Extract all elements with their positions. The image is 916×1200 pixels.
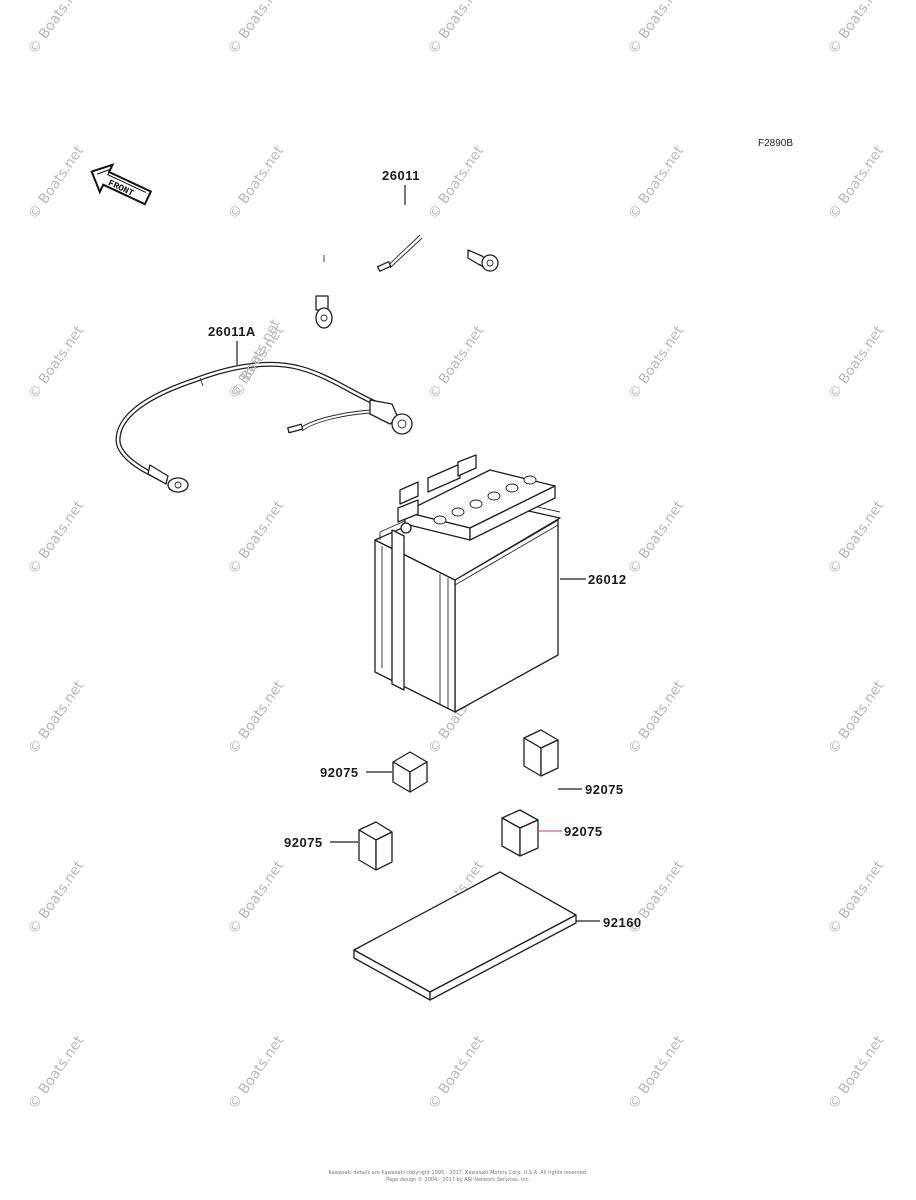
watermark-text: © Boats.net bbox=[625, 143, 687, 223]
watermark-text: © Boats.net bbox=[825, 678, 887, 758]
watermark-text: © Boats.net bbox=[825, 143, 887, 223]
watermark-text: © Boats.net bbox=[25, 0, 87, 57]
watermark-text: © Boats.net bbox=[825, 498, 887, 578]
watermark-text: © Boats.net bbox=[25, 678, 87, 758]
front-arrow-icon: FRONT bbox=[90, 163, 153, 206]
callout-26012: 26012 bbox=[588, 572, 627, 587]
callout-92160: 92160 bbox=[603, 915, 642, 930]
watermark-text: © Boats.net bbox=[825, 0, 887, 57]
callout-92075-lower-right: 92075 bbox=[564, 824, 603, 839]
watermark-text: © Boats.net bbox=[25, 323, 87, 403]
base-pad[interactable] bbox=[353, 871, 577, 1001]
watermark-text: © Boats.net bbox=[425, 1033, 487, 1113]
watermark-text: © Boats.net bbox=[225, 678, 287, 758]
watermark-text: © Boats.net bbox=[625, 498, 687, 578]
watermark-text: © Boats.net bbox=[625, 1033, 687, 1113]
positive-cable[interactable] bbox=[315, 202, 499, 329]
watermark-text: © Boats.net bbox=[425, 143, 487, 223]
callout-26011: 26011 bbox=[382, 168, 420, 183]
watermark-text: © Boats.net bbox=[25, 1033, 87, 1113]
watermark-text: © Boats.net bbox=[25, 858, 87, 938]
footer-copyright: Kawasaki details are Kawasaki copyright … bbox=[328, 1170, 587, 1176]
footer-design: Page design © 2004 - 2017 by ARI Network… bbox=[386, 1176, 530, 1183]
watermark-text: © Boats.net bbox=[425, 0, 487, 57]
battery[interactable] bbox=[374, 454, 561, 713]
diagram-code: F2890B bbox=[758, 138, 793, 149]
negative-cable[interactable] bbox=[115, 361, 413, 493]
watermark-text: © Boats.net bbox=[225, 498, 287, 578]
callout-92075-upper-left: 92075 bbox=[320, 765, 359, 780]
pad-upper-left[interactable] bbox=[392, 751, 428, 793]
watermark-text: © Boats.net bbox=[225, 858, 287, 938]
watermark-text: © Boats.net bbox=[825, 858, 887, 938]
pad-lower-right[interactable] bbox=[501, 809, 539, 857]
callout-92075-upper-right: 92075 bbox=[585, 782, 624, 797]
callout-26011A: 26011A bbox=[208, 324, 256, 339]
watermark-text: © Boats.net bbox=[225, 1033, 287, 1113]
watermark-text: © Boats.net bbox=[825, 1033, 887, 1113]
pad-lower-left[interactable] bbox=[358, 821, 393, 871]
watermark-text: © Boats.net bbox=[225, 0, 287, 57]
watermark-text: © Boats.net bbox=[625, 0, 687, 57]
watermark-text: © Boats.net bbox=[225, 143, 287, 223]
pad-upper-right[interactable] bbox=[523, 729, 559, 777]
watermark-text: © Boats.net bbox=[425, 323, 487, 403]
watermark-text: © Boats.net bbox=[25, 498, 87, 578]
watermark-text: © Boats.net bbox=[25, 143, 87, 223]
callout-92075-lower-left: 92075 bbox=[284, 835, 323, 850]
watermark-text: © Boats.net bbox=[625, 323, 687, 403]
watermark-text: © Boats.net bbox=[625, 678, 687, 758]
watermark-text: © Boats.net bbox=[825, 323, 887, 403]
